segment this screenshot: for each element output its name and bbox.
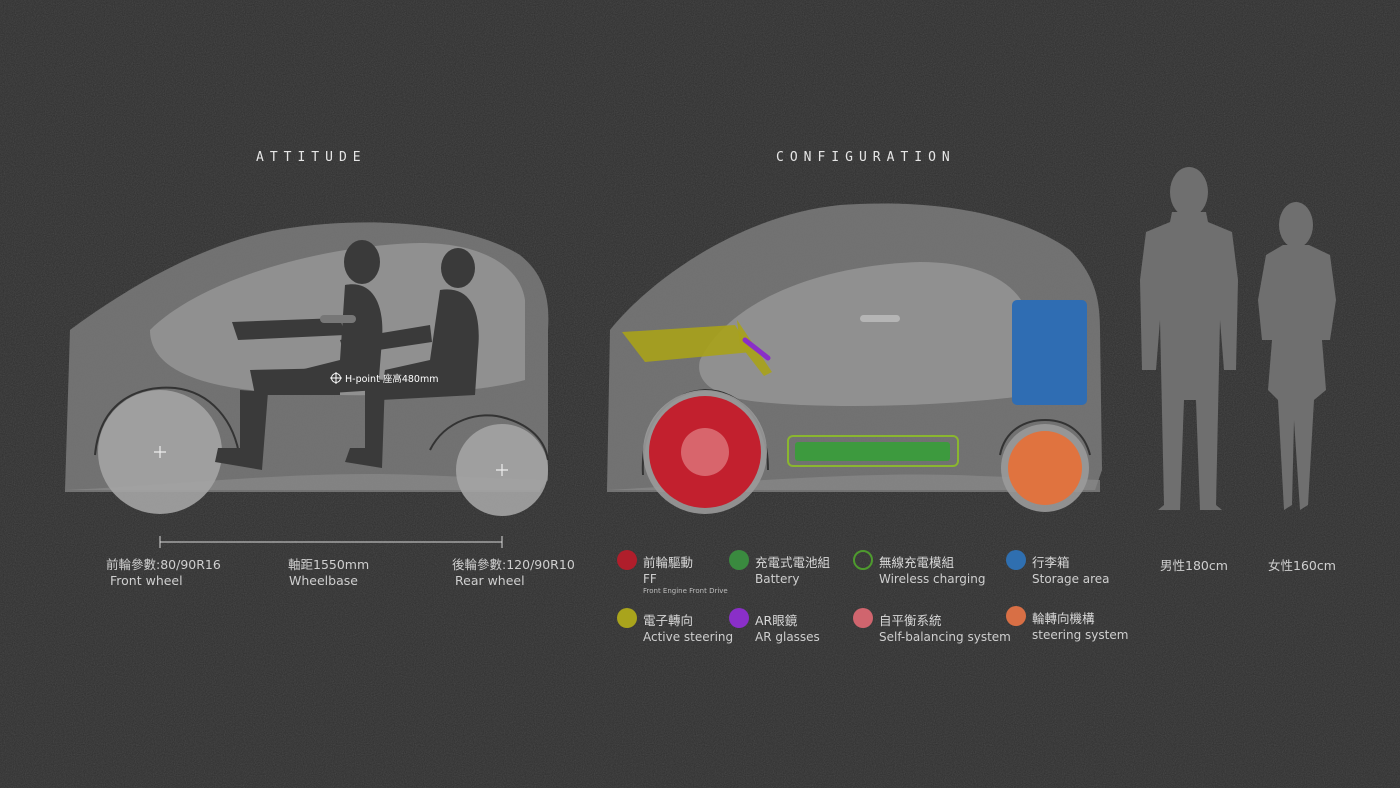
- driver-thigh: [250, 368, 340, 395]
- legend-label-en: AR glasses: [755, 630, 820, 644]
- config-steering-wheel: [860, 315, 900, 322]
- self-balancing-swatch: [853, 608, 873, 628]
- passengers: [215, 240, 479, 470]
- config-rear-arch: [999, 418, 1091, 456]
- hpoint-label: H-point 座高480mm: [345, 374, 439, 385]
- legend-label-cn: AR眼鏡: [755, 613, 798, 628]
- configuration-vehicle: [607, 203, 1102, 514]
- wireless-charging-swatch: [853, 550, 873, 570]
- male-silhouette: [1140, 167, 1238, 510]
- people-silhouettes: [1140, 167, 1336, 510]
- legend-label-sub: Front Engine Front Drive: [643, 587, 728, 595]
- active-steering-swatch: [617, 608, 637, 628]
- legend-label-en: FF: [643, 572, 657, 586]
- battery-pack: [795, 442, 950, 461]
- passenger-head: [441, 248, 475, 288]
- steering-wheel: [320, 315, 356, 323]
- female-height-label: 女性160cm: [1268, 558, 1336, 573]
- rear-wheel-arch: [429, 414, 549, 461]
- front-wheel-spec-en: Front wheel: [110, 573, 183, 588]
- legend-label-cn: 自平衡系統: [879, 613, 942, 628]
- front-wheel-spec-cn: 前輪參數:80/90R16: [106, 557, 221, 572]
- front-wheel-center-mark: [154, 446, 166, 458]
- wheelbase-dimension-line: [159, 536, 503, 548]
- config-canopy: [699, 262, 1030, 406]
- legend-label-en: Self-balancing system: [879, 630, 1011, 644]
- legend-label-en: Storage area: [1032, 572, 1110, 586]
- passenger-arm: [340, 325, 432, 355]
- male-height-label: 男性180cm: [1160, 558, 1228, 573]
- legend-label-en: Wireless charging: [879, 572, 986, 586]
- ar-glasses-swatch: [729, 608, 749, 628]
- legend-label-cn: 前輪驅動: [643, 555, 694, 570]
- driver-leg: [215, 390, 268, 470]
- legend-label-cn: 輪轉向機構: [1032, 611, 1095, 626]
- ar-glasses: [742, 337, 771, 361]
- configuration-title: CONFIGURATION: [776, 150, 956, 165]
- active-steering-panel: [622, 325, 752, 362]
- wheelbase-spec-en: Wheelbase: [289, 573, 358, 588]
- rear-wheel-spec-cn: 後輪參數:120/90R10: [452, 557, 575, 572]
- passenger-leg: [345, 378, 385, 468]
- legend-label-cn: 無線充電模組: [879, 555, 955, 570]
- attitude-title: ATTITUDE: [256, 150, 367, 165]
- front-drive-swatch: [617, 550, 637, 570]
- female-silhouette: [1258, 202, 1336, 510]
- self-balancing-unit: [681, 428, 729, 476]
- driver-head: [344, 240, 380, 284]
- storage-area: [1012, 300, 1087, 405]
- front-wheel-arch: [94, 386, 241, 461]
- wheel-steering-swatch: [1006, 606, 1026, 626]
- legend-label-en: Active steering: [643, 630, 734, 644]
- battery-swatch: [729, 550, 749, 570]
- rear-wheel-center-mark: [496, 464, 508, 476]
- wireless-charging-module: [787, 435, 959, 467]
- hpoint-cross: [330, 372, 342, 384]
- legend-label-en: Battery: [755, 572, 800, 586]
- legend-label-cn: 電子轉向: [643, 613, 694, 628]
- legend-label-en: steering system: [1032, 628, 1129, 642]
- legend-label-cn: 行李箱: [1032, 555, 1070, 570]
- wheelbase-spec-cn: 軸距1550mm: [288, 557, 370, 572]
- wheel-steering-system: [1008, 431, 1082, 505]
- passenger-torso: [380, 289, 479, 400]
- legend-label-cn: 充電式電池組: [755, 555, 831, 570]
- driver-arm: [232, 318, 345, 340]
- rear-wheel-spec-en: Rear wheel: [455, 573, 525, 588]
- storage-swatch: [1006, 550, 1026, 570]
- driver-torso: [300, 284, 383, 395]
- attitude-vehicle: [65, 222, 549, 548]
